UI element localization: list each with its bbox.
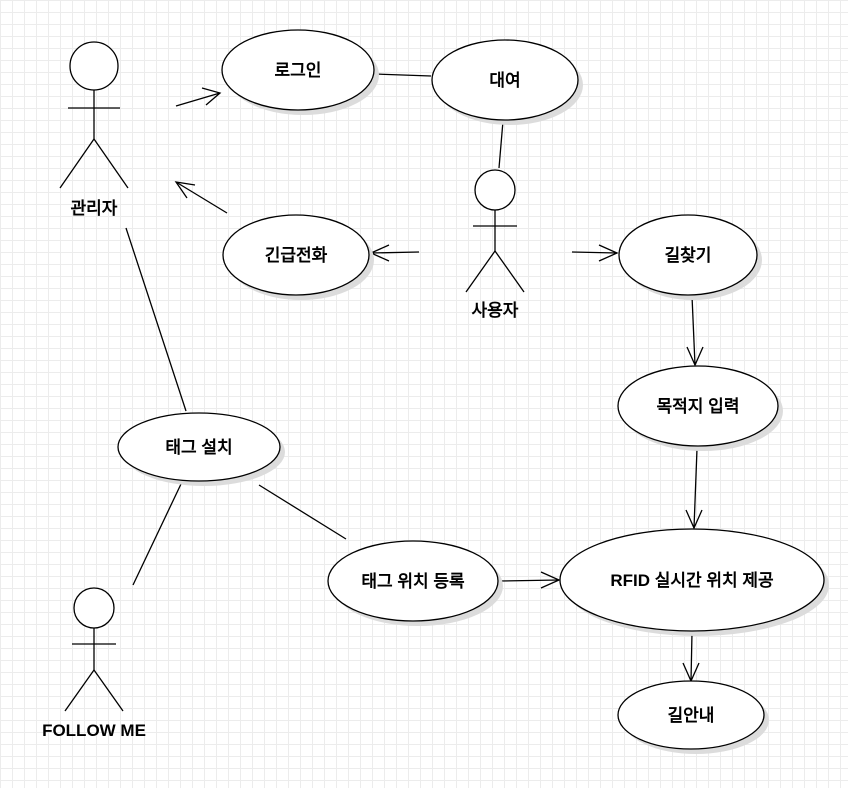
actor-head <box>69 41 119 91</box>
actor-leg-left <box>465 250 496 293</box>
use-case-destination: 목적지 입력 <box>617 365 783 451</box>
actor-label: FOLLOW ME <box>42 721 146 740</box>
relation-rental-user <box>498 120 504 169</box>
use-case-label: RFID 실시간 위치 제공 <box>610 571 774 590</box>
relation-login-rental <box>374 73 432 77</box>
relation-user-findway <box>571 251 618 254</box>
relation-rfid-guide <box>690 632 693 682</box>
arrowhead-rfid-from-destination <box>685 509 703 530</box>
use-case-tagregister: 태그 위치 등록 <box>327 540 503 626</box>
relation-user-emergency <box>370 251 420 254</box>
actor-label: 사용자 <box>472 301 519 320</box>
use-case-rfid: RFID 실시간 위치 제공 <box>559 528 829 636</box>
use-case-label: 목적지 입력 <box>657 397 740 416</box>
use-case-findway: 길찾기 <box>618 214 762 300</box>
use-case-taginstall: 태그 설치 <box>117 412 285 486</box>
use-case-label: 길찾기 <box>665 245 712 265</box>
actor-leg-right <box>93 138 129 189</box>
actor-leg-left <box>64 669 95 712</box>
relation-admin-taginstall <box>125 227 187 412</box>
relation-findway-destination <box>691 295 696 366</box>
actor-leg-right <box>494 250 525 293</box>
use-case-login: 로그인 <box>221 29 379 115</box>
relation-taginstall-tagregister <box>258 484 347 540</box>
use-case-guide: 길안내 <box>617 680 769 754</box>
actor-leg-right <box>93 669 124 712</box>
actor-followme: FOLLOW ME <box>42 587 146 740</box>
relation-admin-login <box>175 92 221 107</box>
use-case-emergency: 긴급전화 <box>222 214 374 300</box>
actor-label: 관리자 <box>71 199 118 218</box>
arrowhead-destination <box>686 346 704 367</box>
use-case-rental: 대여 <box>431 39 583 125</box>
relation-emergency-admin <box>175 181 228 214</box>
actor-user: 사용자 <box>465 169 525 320</box>
relation-tagregister-rfid <box>499 579 560 582</box>
arrowheads <box>174 87 704 683</box>
actor-head <box>474 169 516 211</box>
relation-taginstall-followme <box>132 483 182 586</box>
use-case-label: 대여 <box>489 71 520 90</box>
arrowhead-login <box>201 87 222 106</box>
use-case-label: 태그 위치 등록 <box>361 572 465 591</box>
arrowhead-admin <box>174 181 196 199</box>
use-case-label: 길안내 <box>668 706 715 725</box>
use-case-label: 로그인 <box>275 61 322 80</box>
actor-head <box>73 587 115 629</box>
arrowhead-findway <box>598 244 619 262</box>
actor-leg-left <box>59 138 95 189</box>
relation-destination-rfid <box>693 448 698 529</box>
arrowhead-rfid-from-tagregister <box>540 571 561 589</box>
actor-admin: 관리자 <box>59 41 129 218</box>
relations <box>125 73 698 682</box>
use-case-label: 태그 설치 <box>165 438 232 457</box>
use-case-label: 긴급전화 <box>265 246 328 265</box>
